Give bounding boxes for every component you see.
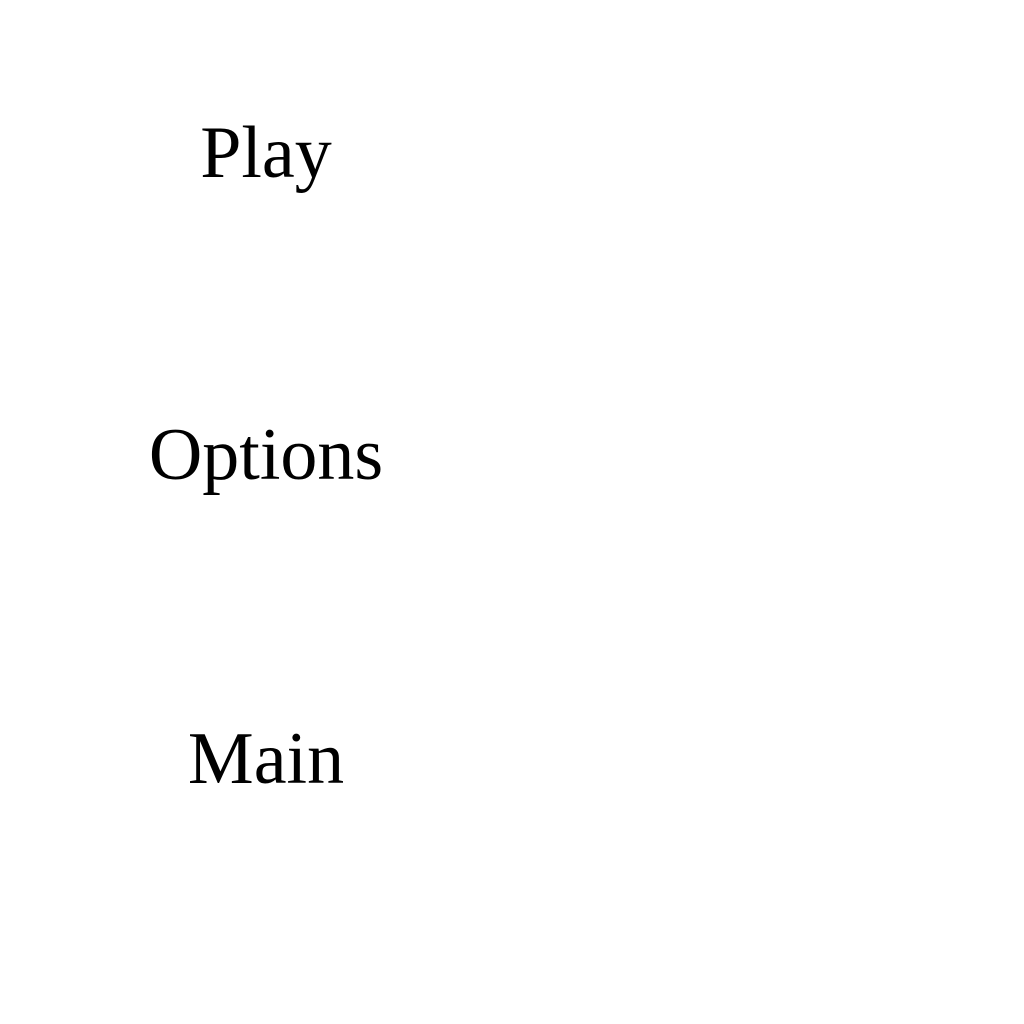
options-button[interactable]: Options <box>148 414 384 496</box>
main-button[interactable]: Main <box>187 718 345 800</box>
play-button[interactable]: Play <box>200 112 332 194</box>
